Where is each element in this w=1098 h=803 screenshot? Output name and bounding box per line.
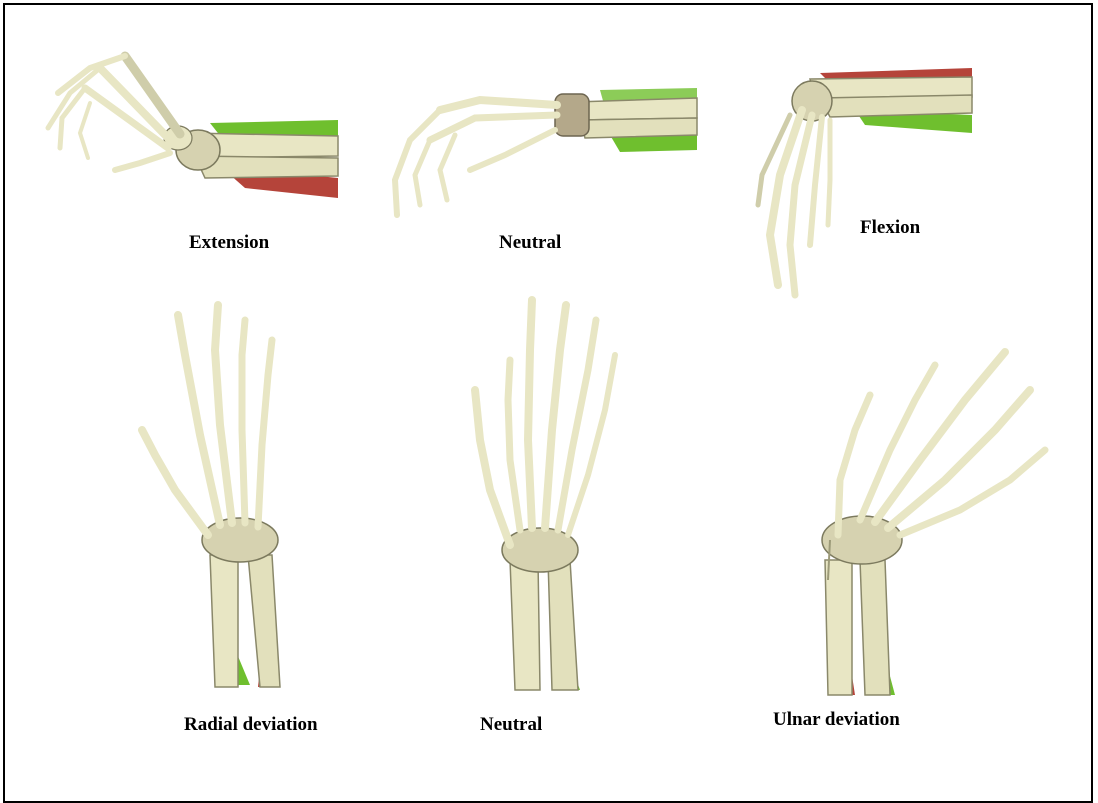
wrist-radial-deviation-illustration bbox=[120, 295, 310, 690]
wrist-flexion-illustration bbox=[750, 65, 975, 305]
wrist-ulnar-deviation-illustration bbox=[800, 340, 1055, 700]
wrist-neutral-front-illustration bbox=[460, 290, 640, 695]
caption-radial-deviation: Radial deviation bbox=[184, 714, 318, 736]
caption-neutral-top: Neutral bbox=[499, 232, 561, 254]
wrist-neutral-side-illustration bbox=[385, 80, 700, 230]
caption-extension: Extension bbox=[189, 232, 269, 254]
caption-flexion: Flexion bbox=[860, 217, 920, 239]
wrist-extension-illustration bbox=[30, 38, 340, 213]
caption-neutral-bottom: Neutral bbox=[480, 714, 542, 736]
caption-ulnar-deviation: Ulnar deviation bbox=[773, 709, 900, 731]
